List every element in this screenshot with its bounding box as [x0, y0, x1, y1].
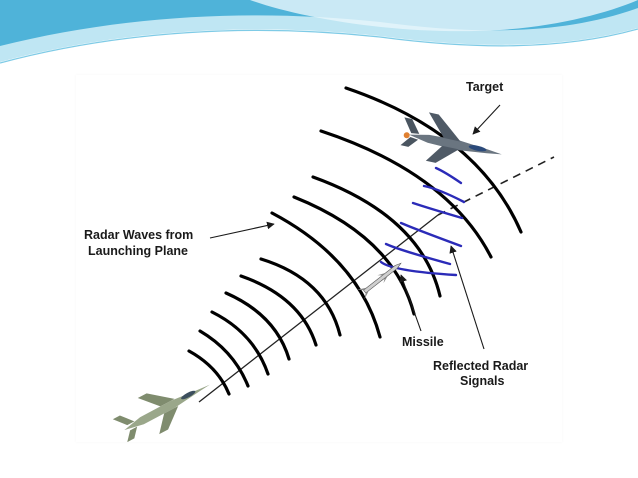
reflected-label-line2: Signals [460, 374, 505, 388]
reflected-signal-arc [379, 260, 458, 277]
missile-label: Missile [402, 335, 444, 349]
banner-white-swoosh [250, 0, 638, 32]
radar-guidance-diagram: Target Radar Waves from Launching Plane … [76, 75, 562, 442]
header-banner [0, 0, 638, 64]
target-jet-icon [400, 112, 502, 163]
radar-wave-arc [311, 175, 442, 298]
reflected-signal-arc [411, 201, 464, 220]
reflected-radar-signals [379, 166, 466, 277]
target-pointer [472, 104, 501, 135]
reflected-signal-arc [422, 184, 466, 204]
reflected-signals-pointer [449, 245, 485, 350]
radar-wave-arc [259, 257, 342, 337]
radar-wave-arc [239, 274, 318, 347]
radar-wave-arc [292, 195, 416, 316]
banner-edge-line [0, 28, 638, 64]
missile-icon [357, 262, 402, 300]
radar-waves [187, 86, 523, 396]
reflected-signal-arc [384, 242, 452, 266]
reflected-signal-arc [399, 221, 463, 248]
radar-wave-arc [187, 349, 231, 396]
target-label: Target [466, 80, 504, 94]
radar-wave-arc [270, 211, 382, 339]
reflected-label-line1: Reflected Radar [433, 359, 528, 373]
radar-wave-arc [198, 329, 250, 388]
radar-waves-label-line1: Radar Waves from [84, 228, 193, 242]
radar-wave-arc [224, 291, 291, 361]
missile-pointer [399, 274, 422, 332]
radar-wave-arc [210, 310, 270, 376]
radar-waves-pointer [209, 221, 275, 239]
reflected-signal-arc [434, 166, 463, 185]
missile-projected-path [437, 156, 555, 216]
radar-waves-label-line2: Launching Plane [88, 244, 188, 258]
launcher-jet-icon [112, 384, 210, 442]
radar-wave-arc [319, 129, 493, 259]
